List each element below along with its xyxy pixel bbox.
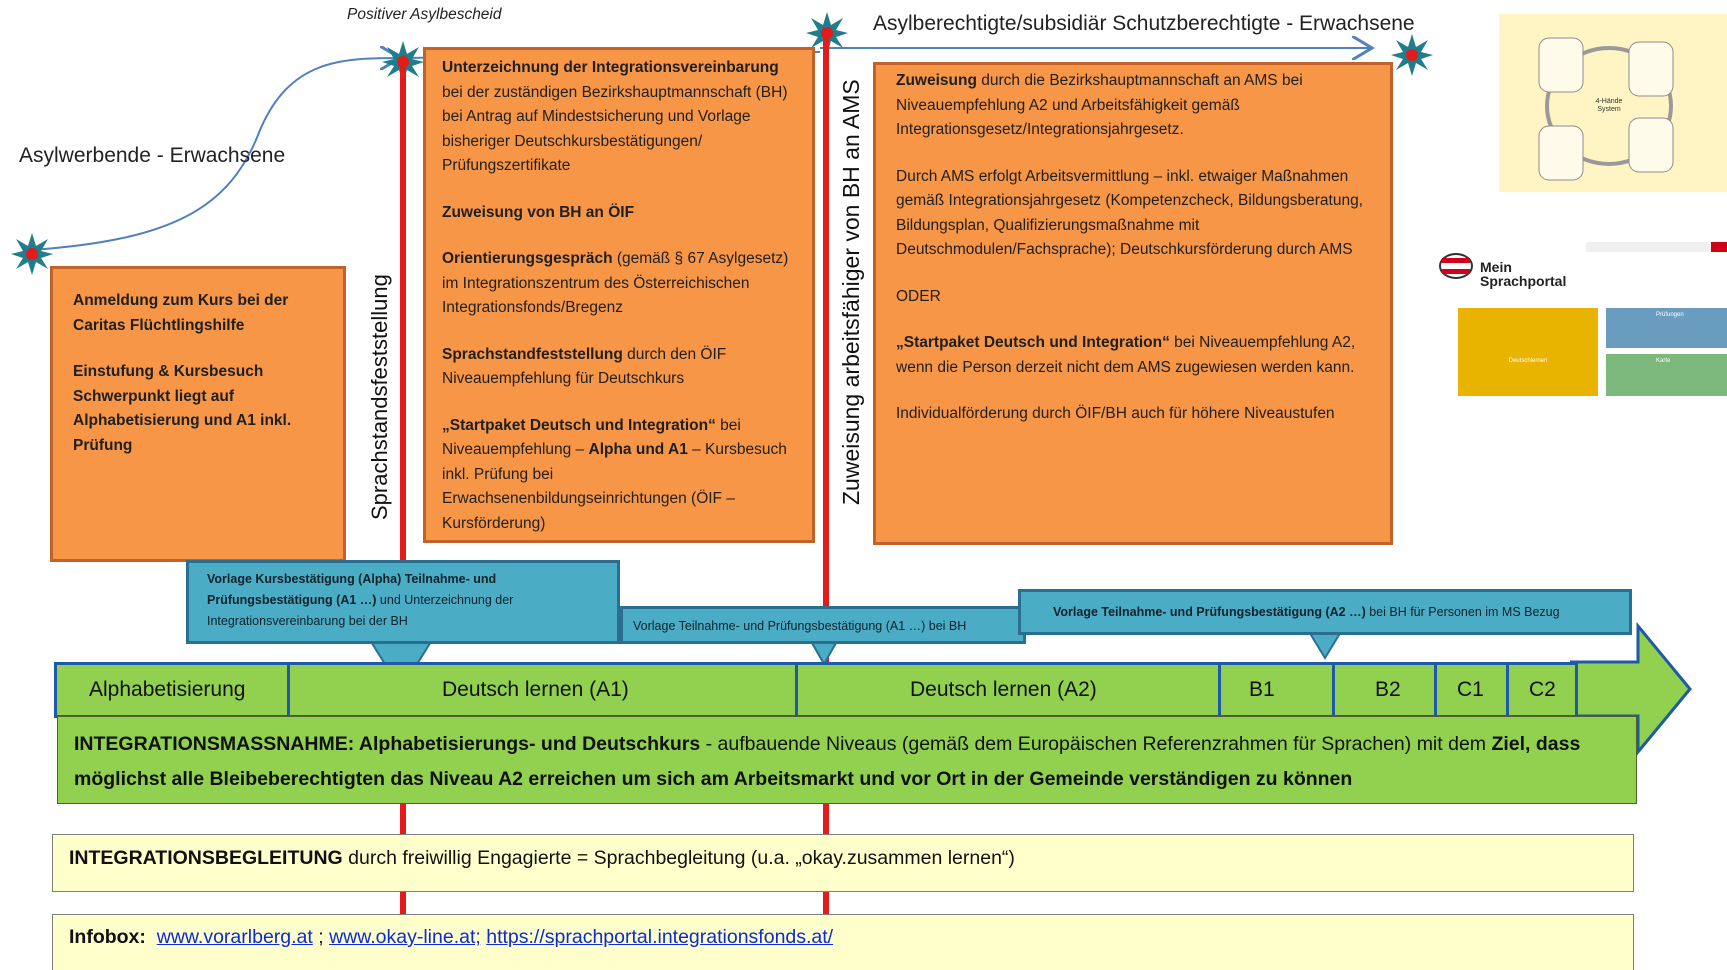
box2-p5: „Startpaket Deutsch und Integration“ bei… xyxy=(442,416,787,532)
level-label: C1 xyxy=(1457,678,1484,701)
portal-topbar xyxy=(1586,242,1727,252)
box2-p1: Unterzeichnung der Integrationsvereinbar… xyxy=(442,59,788,174)
box3-p3: ODER xyxy=(896,287,941,305)
callout-alpha-a1: Vorlage Kursbestätigung (Alpha) Teilnahm… xyxy=(186,560,620,644)
portal-card-karte: Karte xyxy=(1606,354,1727,396)
portal-topbar-red xyxy=(1711,242,1727,252)
box3-p1: Zuweisung durch die Bezirkshauptmannscha… xyxy=(896,72,1303,138)
callout-a1-bh: Vorlage Teilnahme- und Prüfungsbestätigu… xyxy=(620,606,1026,644)
card-karte-label: Karte xyxy=(1656,358,1671,364)
sprachportal-screenshot: Mein Sprachportal Deutschlernen Prüfunge… xyxy=(1436,242,1727,402)
entitled-persons-label: Asylberechtigte/subsidiär Schutzberechti… xyxy=(873,12,1415,35)
integration-measure-box: INTEGRATIONSMASSNAHME: Alphabetisierungs… xyxy=(57,716,1637,804)
box2-p3: Orientierungsgespräch (gemäß § 67 Asylge… xyxy=(442,250,789,316)
milestone-line-right xyxy=(823,32,829,918)
box3-p2: Durch AMS erfolgt Arbeitsvermittlung – i… xyxy=(896,167,1363,259)
portal-card-pruefungen: Prüfungen xyxy=(1606,308,1727,348)
integration-agreement-box: Unterzeichnung der Integrationsvereinbar… xyxy=(423,47,815,543)
box3-p5: Individualförderung durch ÖIF/BH auch fü… xyxy=(896,405,1335,422)
asylum-seekers-label: Asylwerbende - Erwachsene xyxy=(19,144,286,167)
asylum-seeker-box: Anmeldung zum Kurs bei der Caritas Flüch… xyxy=(50,266,346,562)
infobox: Infobox: www.vorarlberg.at ; www.okay-li… xyxy=(52,914,1634,970)
box2-p2: Zuweisung von BH an ÖIF xyxy=(442,203,635,221)
level-label: C2 xyxy=(1529,678,1556,701)
level-label: Alphabetisierung xyxy=(89,678,246,701)
box1-p1: Anmeldung zum Kurs bei der Caritas Flüch… xyxy=(73,292,289,334)
level-b2: B2 xyxy=(1335,665,1437,715)
level-bar: Alphabetisierung Deutsch lernen (A1) Deu… xyxy=(54,662,1578,718)
four-hands-diagram xyxy=(1538,37,1674,181)
integration-support-box: INTEGRATIONSBEGLEITUNG durch freiwillig … xyxy=(52,834,1634,892)
level-a2: Deutsch lernen (A2) xyxy=(798,665,1221,715)
infobox-label: Infobox: xyxy=(69,926,146,948)
link-okay-line[interactable]: www.okay-line.at; xyxy=(329,926,481,948)
level-a1: Deutsch lernen (A1) xyxy=(290,665,798,715)
level-label: Deutsch lernen (A2) xyxy=(910,678,1097,701)
milestone-line-left xyxy=(400,58,406,918)
level-label: Deutsch lernen (A1) xyxy=(442,678,629,701)
link-vorarlberg[interactable]: www.vorarlberg.at xyxy=(156,926,313,948)
level-label: B1 xyxy=(1249,678,1275,701)
card-pruefungen-label: Prüfungen xyxy=(1656,312,1684,318)
star-icon xyxy=(11,233,53,275)
four-hands-system-image: 4-Hände System xyxy=(1499,14,1727,192)
austria-flag-icon xyxy=(1439,253,1473,279)
portal-title: Mein Sprachportal xyxy=(1480,259,1567,289)
level-c2: C2 xyxy=(1509,665,1579,715)
level-b1: B1 xyxy=(1221,665,1335,715)
positive-decision-label: Positiver Asylbescheid xyxy=(347,6,502,23)
level-alphabetisierung: Alphabetisierung xyxy=(57,665,290,715)
star-icon xyxy=(1391,34,1433,76)
portal-card-deutschlernen: Deutschlernen xyxy=(1458,308,1598,396)
level-label: B2 xyxy=(1375,678,1401,701)
box2-p4: Sprachstandfeststellung durch den ÖIF Ni… xyxy=(442,345,727,388)
four-hands-center-text: 4-Hände System xyxy=(1595,98,1623,113)
link-sprachportal[interactable]: https://sprachportal.integrationsfonds.a… xyxy=(486,926,834,948)
callout-a2-bh: Vorlage Teilnahme- und Prüfungsbestätigu… xyxy=(1018,589,1632,635)
box3-p4: „Startpaket Deutsch und Integration“ bei… xyxy=(896,334,1356,376)
card-deutschlernen-label: Deutschlernen xyxy=(1508,358,1548,364)
curve-arrow xyxy=(31,58,400,251)
infobox-separator: ; xyxy=(312,926,330,948)
level-c1: C1 xyxy=(1437,665,1509,715)
ams-assignment-box: Zuweisung durch die Bezirkshauptmannscha… xyxy=(873,62,1393,545)
